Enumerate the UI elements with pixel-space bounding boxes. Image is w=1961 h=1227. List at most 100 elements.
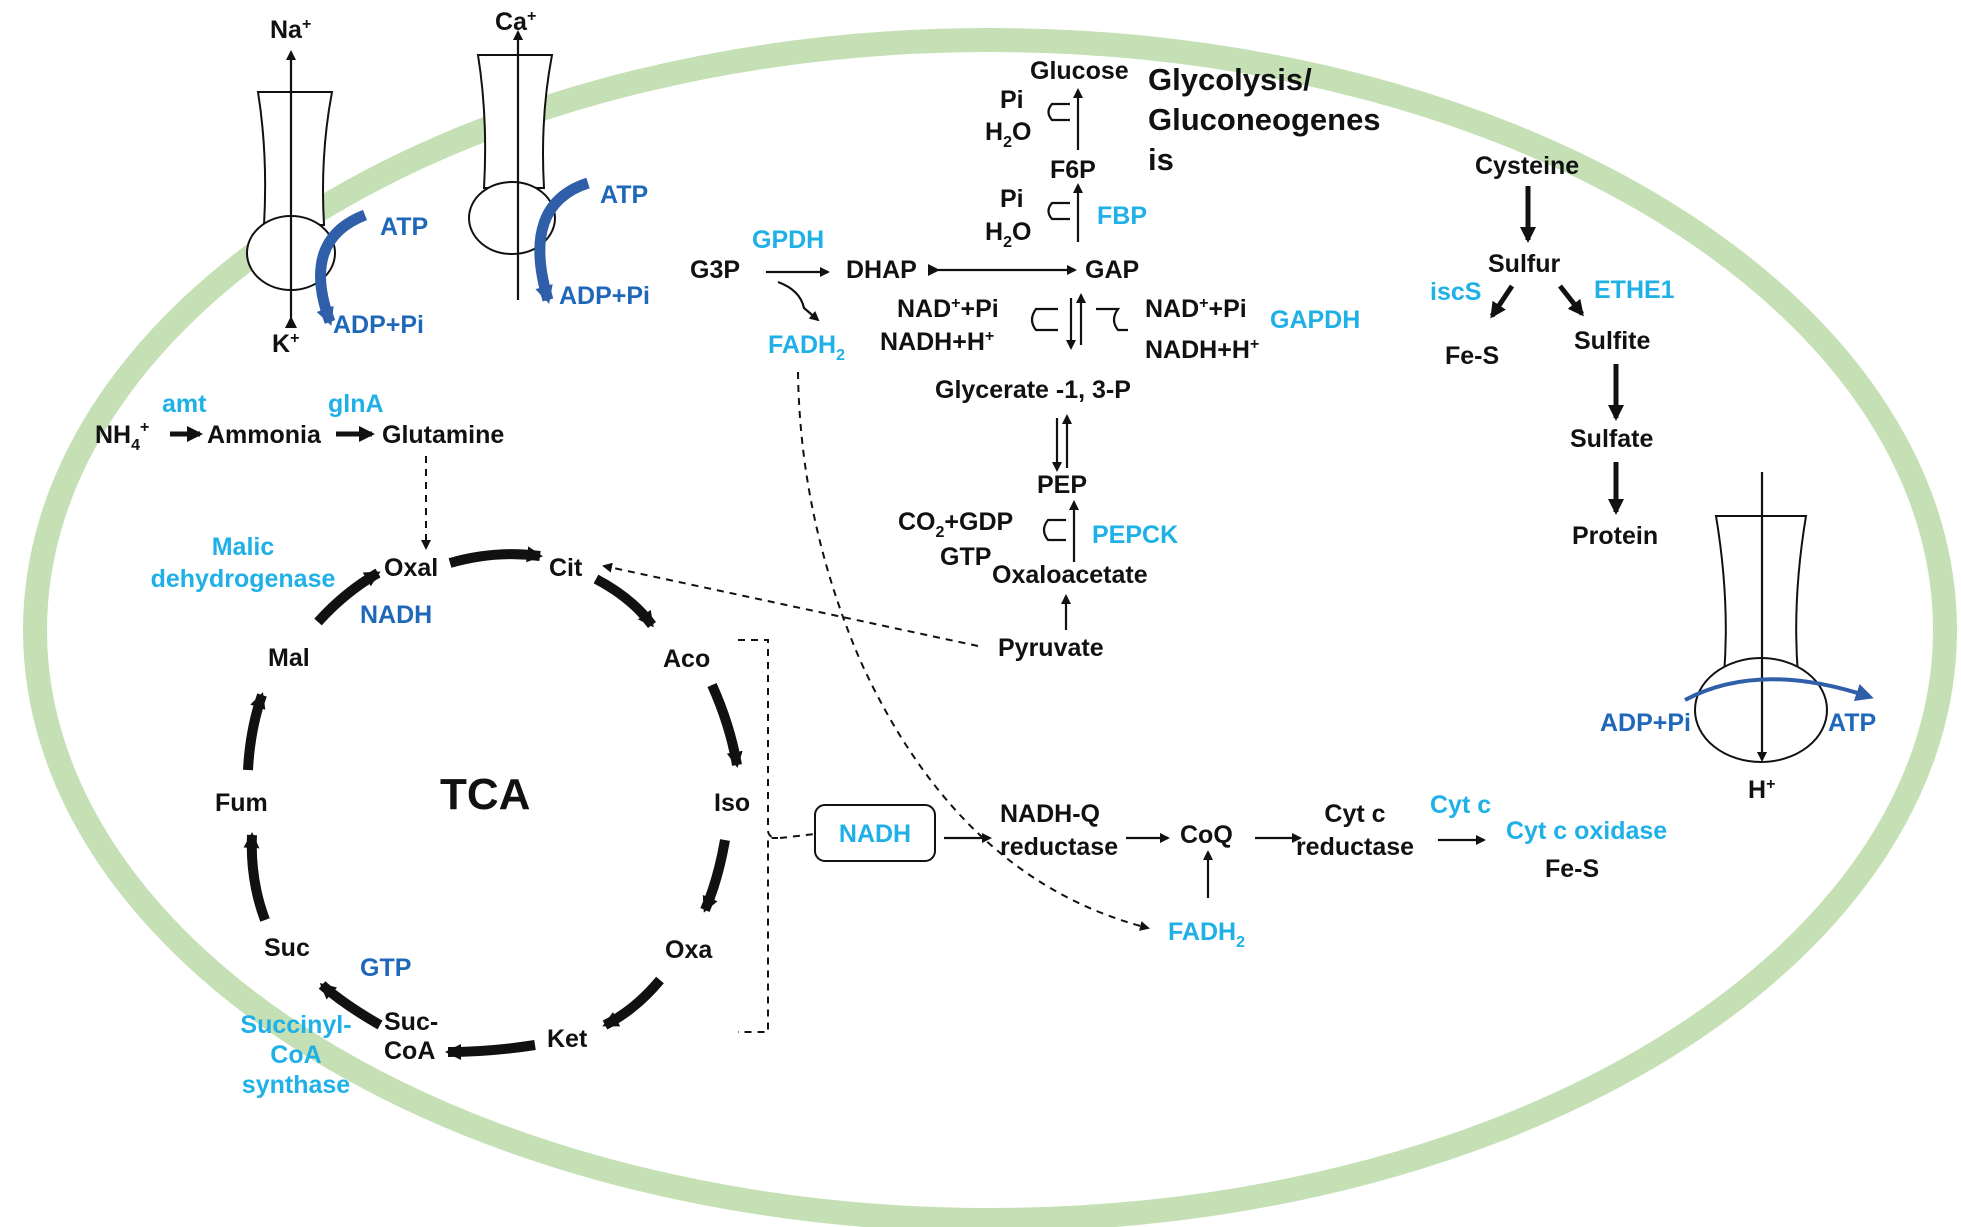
atp-synthase: ADP+Pi ATP H+	[1600, 472, 1876, 804]
gtp-label: GTP	[940, 543, 991, 571]
atp-label: ATP	[600, 181, 648, 209]
arc-aco-iso	[707, 682, 743, 768]
coq-label: CoQ	[1180, 821, 1233, 849]
sulfur-pathway: Cysteine Sulfur iscS ETHE1 Fe-S Sulfite …	[1430, 152, 1675, 550]
channel-base	[468, 181, 556, 255]
adp-to-atp-arrow	[1684, 677, 1874, 702]
suc-coa-label-1: Suc-	[384, 1008, 438, 1036]
amt-enzyme: amt	[162, 390, 207, 418]
suc-label: Suc	[264, 934, 310, 962]
suc-coa-label-2: CoA	[384, 1037, 435, 1065]
arc-cit-aco	[593, 574, 657, 629]
pi-release-hook-1	[1047, 102, 1070, 122]
pi-label-2: Pi	[1000, 185, 1024, 213]
gapdh-enzyme: GAPDH	[1270, 306, 1360, 334]
pep-label: PEP	[1037, 471, 1087, 499]
bracket-to-nadh	[779, 833, 816, 839]
nad-hook-right	[1096, 307, 1128, 332]
cytc-oxidase-label: Cyt c oxidase	[1506, 817, 1667, 845]
arc-fum-mal	[243, 692, 267, 771]
adp-pi-label: ADP+Pi	[1600, 709, 1691, 737]
ca-transporter: Ca+ ATP ADP+Pi	[468, 8, 650, 310]
g3p-label: G3P	[690, 256, 740, 284]
pi-release-hook-2	[1047, 201, 1070, 221]
sulfate-label: Sulfate	[1570, 425, 1653, 453]
sulfur-label: Sulfur	[1488, 250, 1560, 278]
glycerate-label: Glycerate -1, 3-P	[935, 376, 1131, 404]
k-ion-label: K+	[272, 330, 299, 358]
pepck-enzyme: PEPCK	[1092, 521, 1178, 549]
arrow-sulfur-fes	[1489, 284, 1515, 319]
gap-label: GAP	[1085, 256, 1139, 284]
h2o-label-1: H2O	[985, 118, 1031, 151]
fadh2-etc: FADH2	[1168, 918, 1245, 951]
nadh-etc: NADH	[839, 820, 911, 848]
nad-pi-left: NAD++Pi	[897, 295, 999, 323]
fbp-enzyme: FBP	[1097, 202, 1147, 230]
h2o-label-2: H2O	[985, 218, 1031, 251]
arc-mal-oxal	[314, 568, 381, 626]
nh4-label: NH4+	[95, 419, 149, 454]
nitrogen-pathway: NH4+ Ammonia Glutamine amt glnA	[95, 390, 504, 550]
arc-oxal-cit	[448, 546, 543, 568]
glna-enzyme: glnA	[328, 390, 384, 418]
protein-label: Protein	[1572, 522, 1658, 550]
sulfite-label: Sulfite	[1574, 327, 1650, 355]
fadh2-glycolysis: FADH2	[768, 331, 845, 364]
f6p-label: F6P	[1050, 156, 1096, 184]
cit-label: Cit	[549, 554, 583, 582]
fum-label: Fum	[215, 789, 268, 817]
gtp-gdp-hook	[1042, 518, 1066, 542]
arrow-g3p-fadh2	[777, 280, 820, 322]
mal-label: Mal	[268, 644, 310, 672]
aco-label: Aco	[663, 645, 710, 673]
iso-label: Iso	[714, 789, 750, 817]
channel-body	[256, 91, 334, 226]
channel-body	[476, 54, 554, 189]
nadh-h-right: NADH+H+	[1145, 336, 1259, 364]
arc-oxa-ket	[602, 976, 664, 1030]
fes-etc-label: Fe-S	[1545, 855, 1599, 883]
iscs-enzyme: iscS	[1430, 278, 1481, 306]
oxa-label: Oxa	[665, 936, 713, 964]
adp-pi-label: ADP+Pi	[559, 282, 650, 310]
h-ion-label: H+	[1748, 776, 1775, 804]
cytc-label: Cyt c	[1430, 791, 1491, 819]
dhap-label: DHAP	[846, 256, 917, 284]
fes-sulfur-label: Fe-S	[1445, 342, 1499, 370]
glutamine-label: Glutamine	[382, 421, 504, 449]
atp-label: ATP	[1828, 709, 1876, 737]
arc-succoa-suc	[318, 981, 383, 1030]
glucose-label: Glucose	[1030, 57, 1129, 85]
cell-membrane	[23, 28, 1957, 1227]
atp-hydrolysis-arrow	[315, 209, 368, 326]
nadh-h-left: NADH+H+	[880, 328, 994, 356]
arc-ket-succoa	[445, 1040, 536, 1060]
arrow-pyruvate-cit	[602, 562, 979, 647]
nadh-cofactor: NADH	[360, 601, 432, 629]
tca-nadh-bracket	[738, 639, 779, 1033]
adp-pi-label: ADP+Pi	[333, 311, 424, 339]
na-ion-label: Na+	[270, 16, 311, 44]
co2-gdp-label: CO2+GDP	[898, 508, 1013, 541]
atp-label: ATP	[380, 213, 428, 241]
tca-label: TCA	[440, 770, 530, 819]
oxal-label: Oxal	[384, 554, 438, 582]
arc-iso-oxa	[700, 839, 730, 913]
ket-label: Ket	[547, 1025, 588, 1053]
nad-pi-right: NAD++Pi	[1145, 295, 1247, 323]
ammonia-label: Ammonia	[207, 421, 322, 449]
ethe1-enzyme: ETHE1	[1594, 276, 1675, 304]
oxaloacetate-label: Oxaloacetate	[992, 561, 1148, 589]
cysteine-label: Cysteine	[1475, 152, 1579, 180]
atp-hydrolysis-arrow	[534, 177, 590, 304]
nadh-box	[814, 804, 936, 862]
